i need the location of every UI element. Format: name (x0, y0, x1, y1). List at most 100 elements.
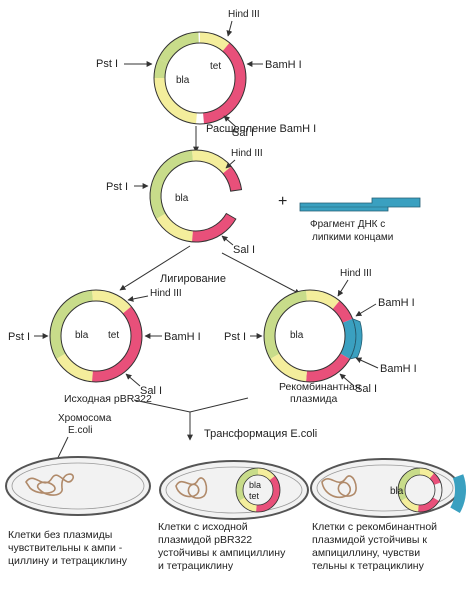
left-hind-arrow (127, 295, 149, 302)
caption-cell-2-line: и тетрациклину (158, 560, 234, 572)
cell3-ring-tet-bottom (418, 497, 440, 513)
left-ring-yellow-top (91, 290, 132, 314)
cell2-tet-label: tet (249, 491, 260, 501)
left-outline-inner (60, 300, 132, 372)
right-ring-insert (340, 318, 356, 359)
right-caption-line1: Рекомбинантная (279, 381, 360, 393)
plasmid-right: bla Pst I Hind III BamH I BamH I Sal I Р… (224, 268, 417, 405)
ligation-arrow-right (221, 252, 301, 295)
cell-2-membrane (159, 460, 309, 520)
cell-3-chromosome (321, 475, 357, 498)
cell-2-chromosome (175, 477, 208, 499)
open-ring-tet-top (222, 166, 242, 192)
hind-arrow (226, 20, 233, 37)
left-sal-arrow (125, 373, 141, 387)
ligation-label: Лигирование (160, 273, 226, 285)
caption-cell-1-line: чувствительны к ампи - (8, 542, 123, 554)
open-ring-yellow-bottom (156, 213, 193, 242)
cell3-ring-bla (398, 468, 420, 490)
caption-cell-3-line: плазмидой устойчивы к (312, 534, 427, 546)
cell3-ring-yellow-top (420, 468, 435, 479)
left-tet-label: tet (108, 330, 119, 341)
bla-gene-label: bla (176, 75, 190, 86)
caption-cell-2: Клетки с исходной плазмидой pBR322 устой… (158, 521, 286, 572)
right-outline-outer (263, 289, 357, 383)
caption-cell-3: Клетки с рекомбинантной плазмидой устойч… (312, 521, 437, 572)
right-ring-tet-top (332, 300, 353, 323)
bam-site-label: BamH I (265, 59, 302, 71)
right-sal-label: Sal I (355, 383, 377, 395)
cell2-ring-bla (236, 468, 258, 490)
hind-site-label: Hind III (228, 9, 260, 20)
open-ring-bla (150, 150, 193, 196)
fragment-label-line2: липкими концами (312, 232, 393, 243)
left-ring-yellow-bottom (56, 353, 93, 382)
left-pst-label: Pst I (8, 331, 30, 343)
right-outline-inner (274, 300, 346, 372)
caption-cell-1: Клетки без плазмиды чувствительны к ампи… (8, 529, 128, 567)
right-sal-arrow (339, 373, 355, 387)
open-pst-label: Pst I (106, 181, 128, 193)
cell2-ring-inner (242, 474, 274, 506)
cell-3-membrane (310, 458, 460, 518)
cell-1-membrane (5, 456, 151, 516)
caption-cell-1-line: циллину и тетрациклину (8, 555, 128, 567)
ring-yellow-bottom (154, 78, 197, 124)
open-ring-yellow-top (191, 150, 232, 174)
cell-1-chromosome (25, 473, 75, 496)
left-ring-bla-lower (50, 336, 66, 359)
cell2-ring-outer (235, 467, 281, 513)
tet-gene-label: tet (210, 61, 221, 72)
plasmid-top: bla tet Pst I Hind III BamH I Sal I (96, 9, 302, 139)
cell-2: bla tet (159, 460, 309, 520)
ring-bla-lower (154, 58, 169, 78)
cell-2-inner-membrane (165, 466, 303, 514)
cell3-ring-yellow-bottom (400, 497, 419, 512)
right-bam-bottom-arrow (355, 357, 379, 369)
fragment-shape (299, 197, 421, 212)
open-sal-label: Sal I (233, 244, 255, 256)
right-bam-top-label: BamH I (378, 297, 415, 309)
cell2-ring-yellow-top (258, 468, 275, 481)
plasmid-open: bla Pst I Hind III Sal I (106, 148, 263, 256)
right-caption-line2: плазмида (290, 393, 338, 405)
left-ring-bla (50, 290, 93, 336)
right-ring-bla-lower (264, 336, 280, 359)
cell-1-inner-membrane (11, 462, 145, 510)
plus-sign: + (278, 193, 287, 210)
left-bla-label: bla (75, 330, 89, 341)
ring-tet (203, 42, 247, 124)
right-bla-label: bla (290, 330, 304, 341)
ligation-arrow-left (119, 245, 191, 291)
right-ring-yellow-top (305, 290, 340, 310)
cell3-ring-bla-lower (398, 490, 408, 501)
open-ring-bla-lower (150, 196, 166, 219)
plasmid-left: bla tet Pst I Hind III BamH I Sal I Исхо… (8, 288, 201, 405)
pst-site-label: Pst I (96, 58, 118, 70)
cell-1 (5, 456, 151, 516)
left-sal-label: Sal I (140, 385, 162, 397)
ring-outline-outer (153, 31, 247, 125)
open-hind-arrow (225, 159, 236, 169)
caption-cell-3-line: ампициллину, чувстви (312, 547, 420, 559)
sal-arrow (223, 115, 237, 128)
cell3-ring-outer (397, 467, 443, 513)
cell3-bla-label: bla (390, 486, 404, 497)
transformation-label: Трансформация E.coli (204, 428, 317, 440)
cell2-ring-tet (256, 475, 280, 512)
left-caption: Исходная pBR322 (64, 393, 152, 405)
caption-cell-2-line: Клетки с исходной (158, 521, 248, 533)
caption-cell-2-line: плазмидой pBR322 (158, 534, 252, 546)
right-hind-arrow (337, 279, 349, 297)
fragment-label-line1: Фрагмент ДНК с (310, 219, 385, 230)
cell2-bla-label: bla (249, 480, 261, 490)
open-ring-tet-bottom (191, 213, 236, 242)
open-ring-outline (149, 149, 243, 243)
caption-cell-3-line: тельны к тетрациклину (312, 560, 425, 572)
chromosome-label-line1: Хромосома (58, 413, 112, 424)
left-bam-label: BamH I (164, 331, 201, 343)
right-insert-bulge (349, 318, 363, 360)
cell3-ring-tet-top (429, 473, 441, 485)
ring-bla (158, 32, 199, 64)
